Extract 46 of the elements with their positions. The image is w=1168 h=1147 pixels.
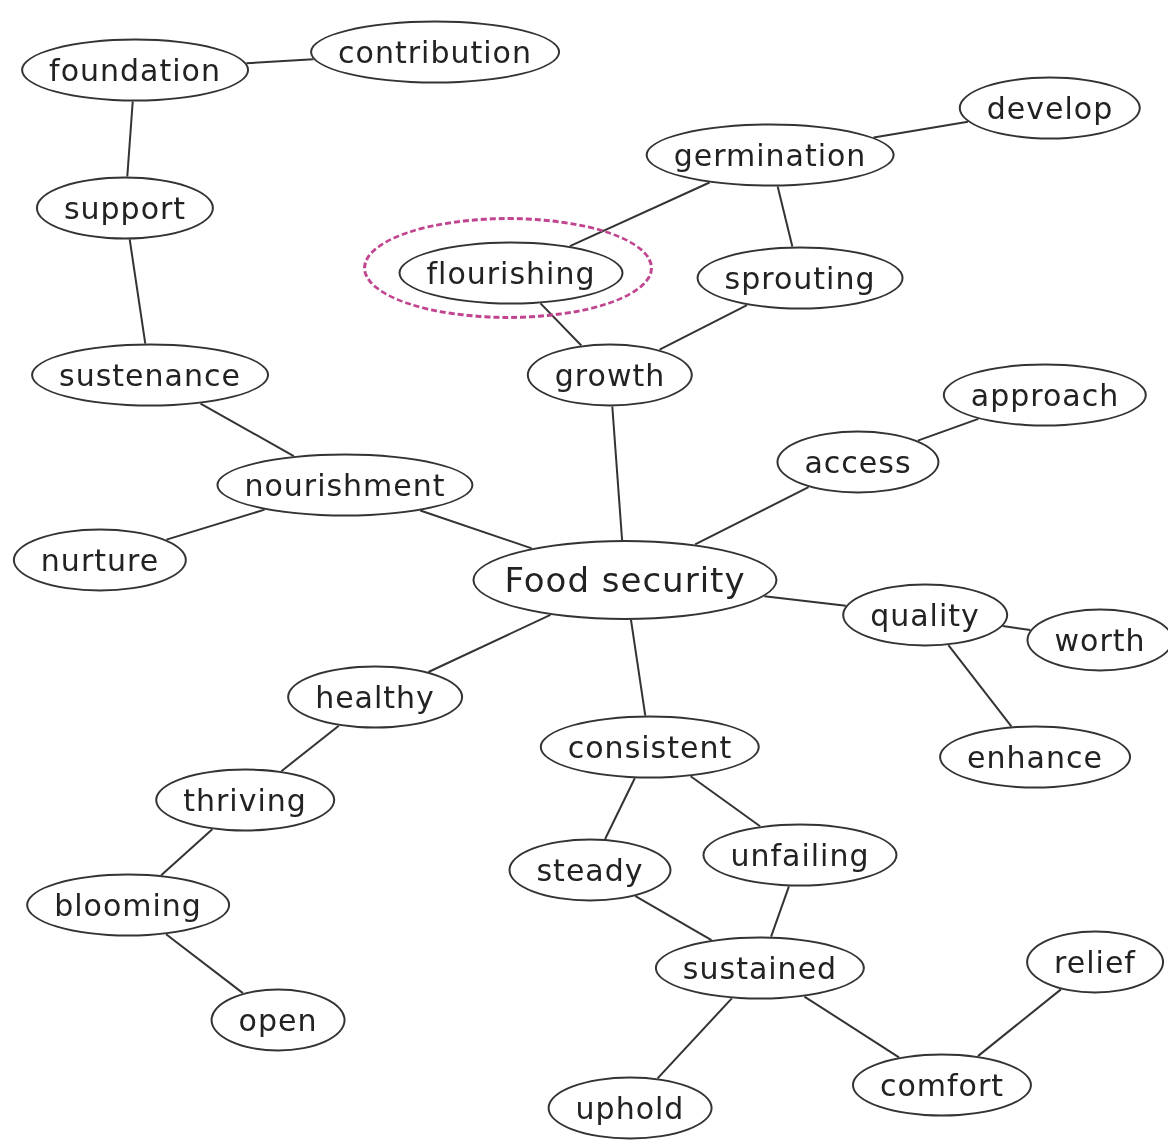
word-bubble: support	[35, 176, 215, 240]
word-bubble: thriving	[155, 768, 335, 832]
word-bubble: uphold	[547, 1076, 713, 1140]
word-bubble: foundation	[21, 38, 249, 102]
word-bubble: unfailing	[702, 823, 898, 887]
connector-line	[604, 777, 636, 841]
connector-line	[630, 618, 647, 717]
connector-line	[872, 120, 969, 139]
word-bubble: comfort	[851, 1053, 1033, 1117]
word-bubble: contribution	[310, 20, 560, 84]
connector-line	[419, 509, 533, 550]
connector-line	[770, 885, 790, 938]
central-topic-bubble: Food security	[472, 540, 778, 620]
word-bubble: worth	[1026, 608, 1168, 672]
word-bubble: sprouting	[696, 246, 904, 310]
word-bubble: growth	[526, 343, 694, 407]
connector-line	[916, 417, 980, 442]
word-bubble: steady	[508, 838, 672, 902]
connector-line	[126, 100, 134, 178]
dashed-highlight-ellipse	[363, 217, 653, 319]
connector-line	[694, 486, 810, 546]
connector-line	[947, 644, 1013, 728]
word-bubble: sustenance	[31, 343, 269, 407]
word-bubble: enhance	[939, 725, 1131, 789]
connector-line	[658, 304, 748, 351]
connector-line	[128, 238, 147, 345]
word-bubble: nurture	[12, 528, 188, 592]
word-bubble: quality	[842, 583, 1008, 647]
connector-line	[634, 895, 713, 942]
word-bubble: open	[210, 988, 346, 1052]
word-bubble: flourishing	[398, 241, 624, 305]
word-bubble: consistent	[539, 715, 761, 779]
connector-line	[776, 185, 794, 248]
connector-line	[427, 613, 552, 673]
word-bubble: sustained	[654, 936, 866, 1000]
connector-line	[568, 181, 711, 248]
word-bubble: develop	[958, 76, 1142, 140]
word-bubble: nourishment	[216, 453, 474, 517]
word-bubble: access	[776, 430, 940, 494]
word-bubble: blooming	[26, 873, 230, 937]
word-bubble: relief	[1026, 930, 1164, 994]
connector-line	[611, 405, 624, 541]
word-bubble: approach	[942, 363, 1148, 427]
word-bubble: germination	[645, 123, 895, 187]
connector-line	[165, 508, 266, 541]
word-bubble: healthy	[287, 665, 463, 729]
